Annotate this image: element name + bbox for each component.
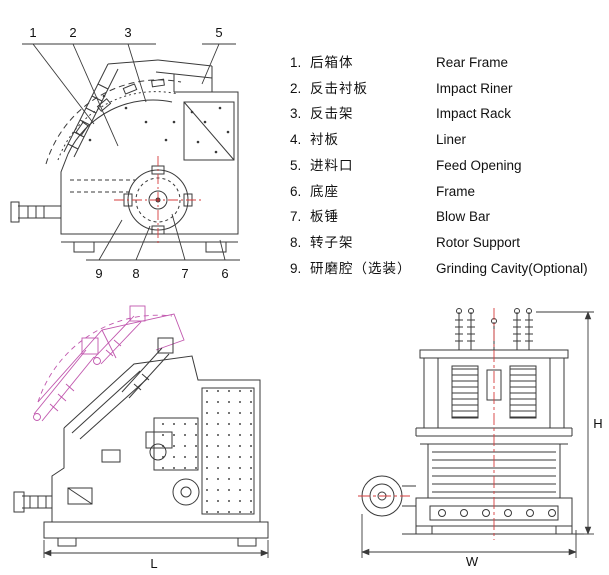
part-number: 4. bbox=[290, 132, 302, 148]
part-name-cn: 衬板 bbox=[310, 132, 339, 148]
part-number: 3. bbox=[290, 106, 302, 122]
part-name-en: Grinding Cavity(Optional) bbox=[436, 260, 588, 276]
part-name-cn: 反击衬板 bbox=[310, 80, 368, 96]
callout-2: 2 bbox=[69, 25, 76, 40]
callout-5: 5 bbox=[215, 25, 222, 40]
rotor-centerlines bbox=[114, 156, 202, 244]
part-number: 9. bbox=[290, 260, 302, 276]
parts-list-row: 4. 衬板 Liner bbox=[290, 127, 606, 153]
part-name-cn: 板锤 bbox=[310, 209, 339, 225]
callout-leader-lines bbox=[22, 43, 240, 261]
cross-section-view: 1 2 3 5 9 8 7 6 bbox=[10, 25, 240, 281]
part-name-en: Rotor Support bbox=[436, 234, 521, 250]
dimension-H bbox=[536, 311, 594, 535]
front-body bbox=[361, 308, 584, 535]
callout-8: 8 bbox=[132, 266, 139, 281]
part-number: 6. bbox=[290, 183, 302, 199]
part-name-en: Frame bbox=[436, 183, 476, 199]
part-number: 5. bbox=[290, 157, 302, 173]
side-view: L bbox=[13, 305, 269, 571]
part-name-en: Rear Frame bbox=[436, 55, 509, 71]
parts-list-row: 7. 板锤 Blow Bar bbox=[290, 204, 606, 230]
part-name-en: Impact Riner bbox=[436, 80, 513, 96]
part-number: 2. bbox=[290, 80, 302, 96]
parts-list-row: 1. 后箱体 Rear Frame bbox=[290, 50, 606, 76]
bolt-dots bbox=[88, 94, 230, 154]
phantom-open-position bbox=[33, 305, 185, 422]
callout-1: 1 bbox=[29, 25, 36, 40]
callout-3: 3 bbox=[124, 25, 131, 40]
parts-list-row: 3. 反击架 Impact Rack bbox=[290, 101, 606, 127]
part-name-cn: 后箱体 bbox=[310, 55, 354, 71]
cross-section-body bbox=[10, 59, 239, 253]
part-number: 7. bbox=[290, 209, 302, 225]
dimension-W bbox=[361, 514, 577, 558]
callout-numbers: 1 2 3 5 9 8 7 6 bbox=[29, 25, 228, 281]
callout-9: 9 bbox=[95, 266, 102, 281]
part-name-cn: 反击架 bbox=[310, 106, 354, 122]
centerlines bbox=[358, 308, 495, 540]
parts-list-row: 9. 研磨腔（选装） Grinding Cavity(Optional) bbox=[290, 256, 606, 282]
part-number: 1. bbox=[290, 55, 302, 71]
dimension-L bbox=[43, 540, 269, 558]
parts-list-row: 2. 反击衬板 Impact Riner bbox=[290, 76, 606, 102]
part-name-en: Liner bbox=[436, 132, 467, 148]
part-name-cn: 底座 bbox=[310, 183, 339, 199]
part-name-en: Impact Rack bbox=[436, 106, 512, 122]
side-body bbox=[13, 337, 269, 547]
parts-list-row: 8. 转子架 Rotor Support bbox=[290, 230, 606, 256]
part-name-cn: 进料口 bbox=[310, 157, 354, 173]
part-name-cn: 研磨腔（选装） bbox=[310, 260, 412, 276]
part-name-en: Blow Bar bbox=[436, 209, 491, 225]
part-number: 8. bbox=[290, 234, 302, 250]
dimension-L-label: L bbox=[150, 556, 157, 571]
callout-7: 7 bbox=[181, 266, 188, 281]
parts-list-row: 6. 底座 Frame bbox=[290, 178, 606, 204]
dimension-H-label: H bbox=[593, 416, 602, 431]
part-name-en: Feed Opening bbox=[436, 157, 522, 173]
dimension-W-label: W bbox=[466, 554, 479, 569]
front-view: W H bbox=[358, 308, 603, 569]
callout-6: 6 bbox=[221, 266, 228, 281]
parts-list: 1. 后箱体 Rear Frame 2. 反击衬板 Impact Riner 3… bbox=[290, 50, 606, 281]
parts-list-row: 5. 进料口 Feed Opening bbox=[290, 153, 606, 179]
part-name-cn: 转子架 bbox=[310, 234, 354, 250]
